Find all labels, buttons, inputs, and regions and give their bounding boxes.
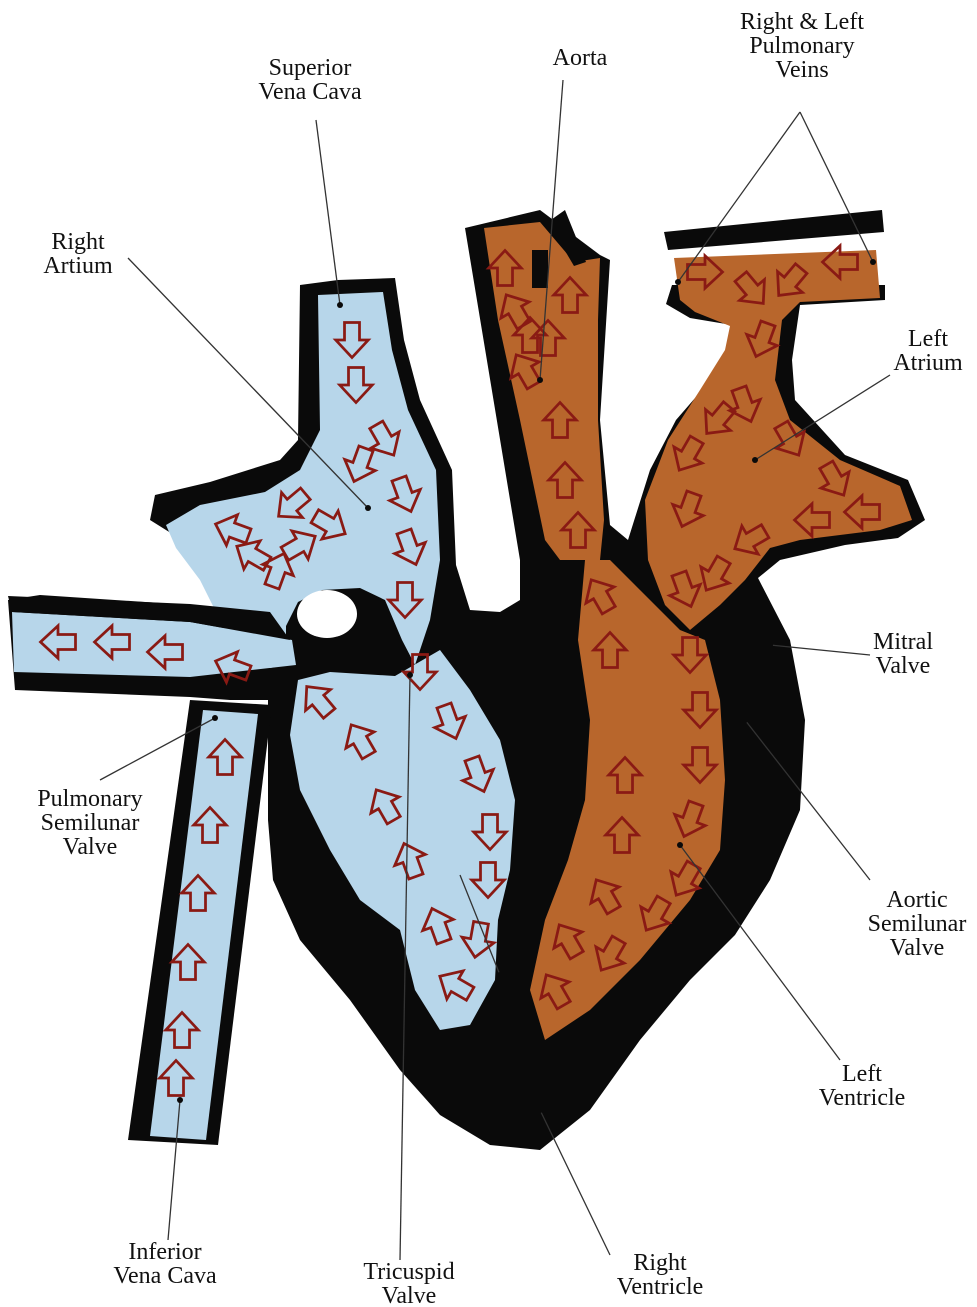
leader-dot: [365, 505, 371, 511]
leader-dot: [752, 457, 758, 463]
leader-dot: [742, 717, 748, 723]
leader-line: [316, 120, 340, 305]
leader-dot: [537, 377, 543, 383]
leader-line: [540, 1110, 610, 1255]
leader-dot: [675, 279, 681, 285]
leader-dot: [677, 842, 683, 848]
valve-opening: [297, 590, 357, 638]
leader-dot: [537, 1107, 543, 1113]
leader-dot: [212, 715, 218, 721]
leader-line: [800, 112, 873, 262]
leader-dot: [407, 672, 413, 678]
label-aorta: Aorta: [553, 46, 608, 70]
leader-dot: [767, 642, 773, 648]
leader-dot: [870, 259, 876, 265]
leader-dot: [497, 972, 503, 978]
aorta-branch: [532, 250, 548, 288]
leader-dot: [337, 302, 343, 308]
leader-dot: [177, 1097, 183, 1103]
